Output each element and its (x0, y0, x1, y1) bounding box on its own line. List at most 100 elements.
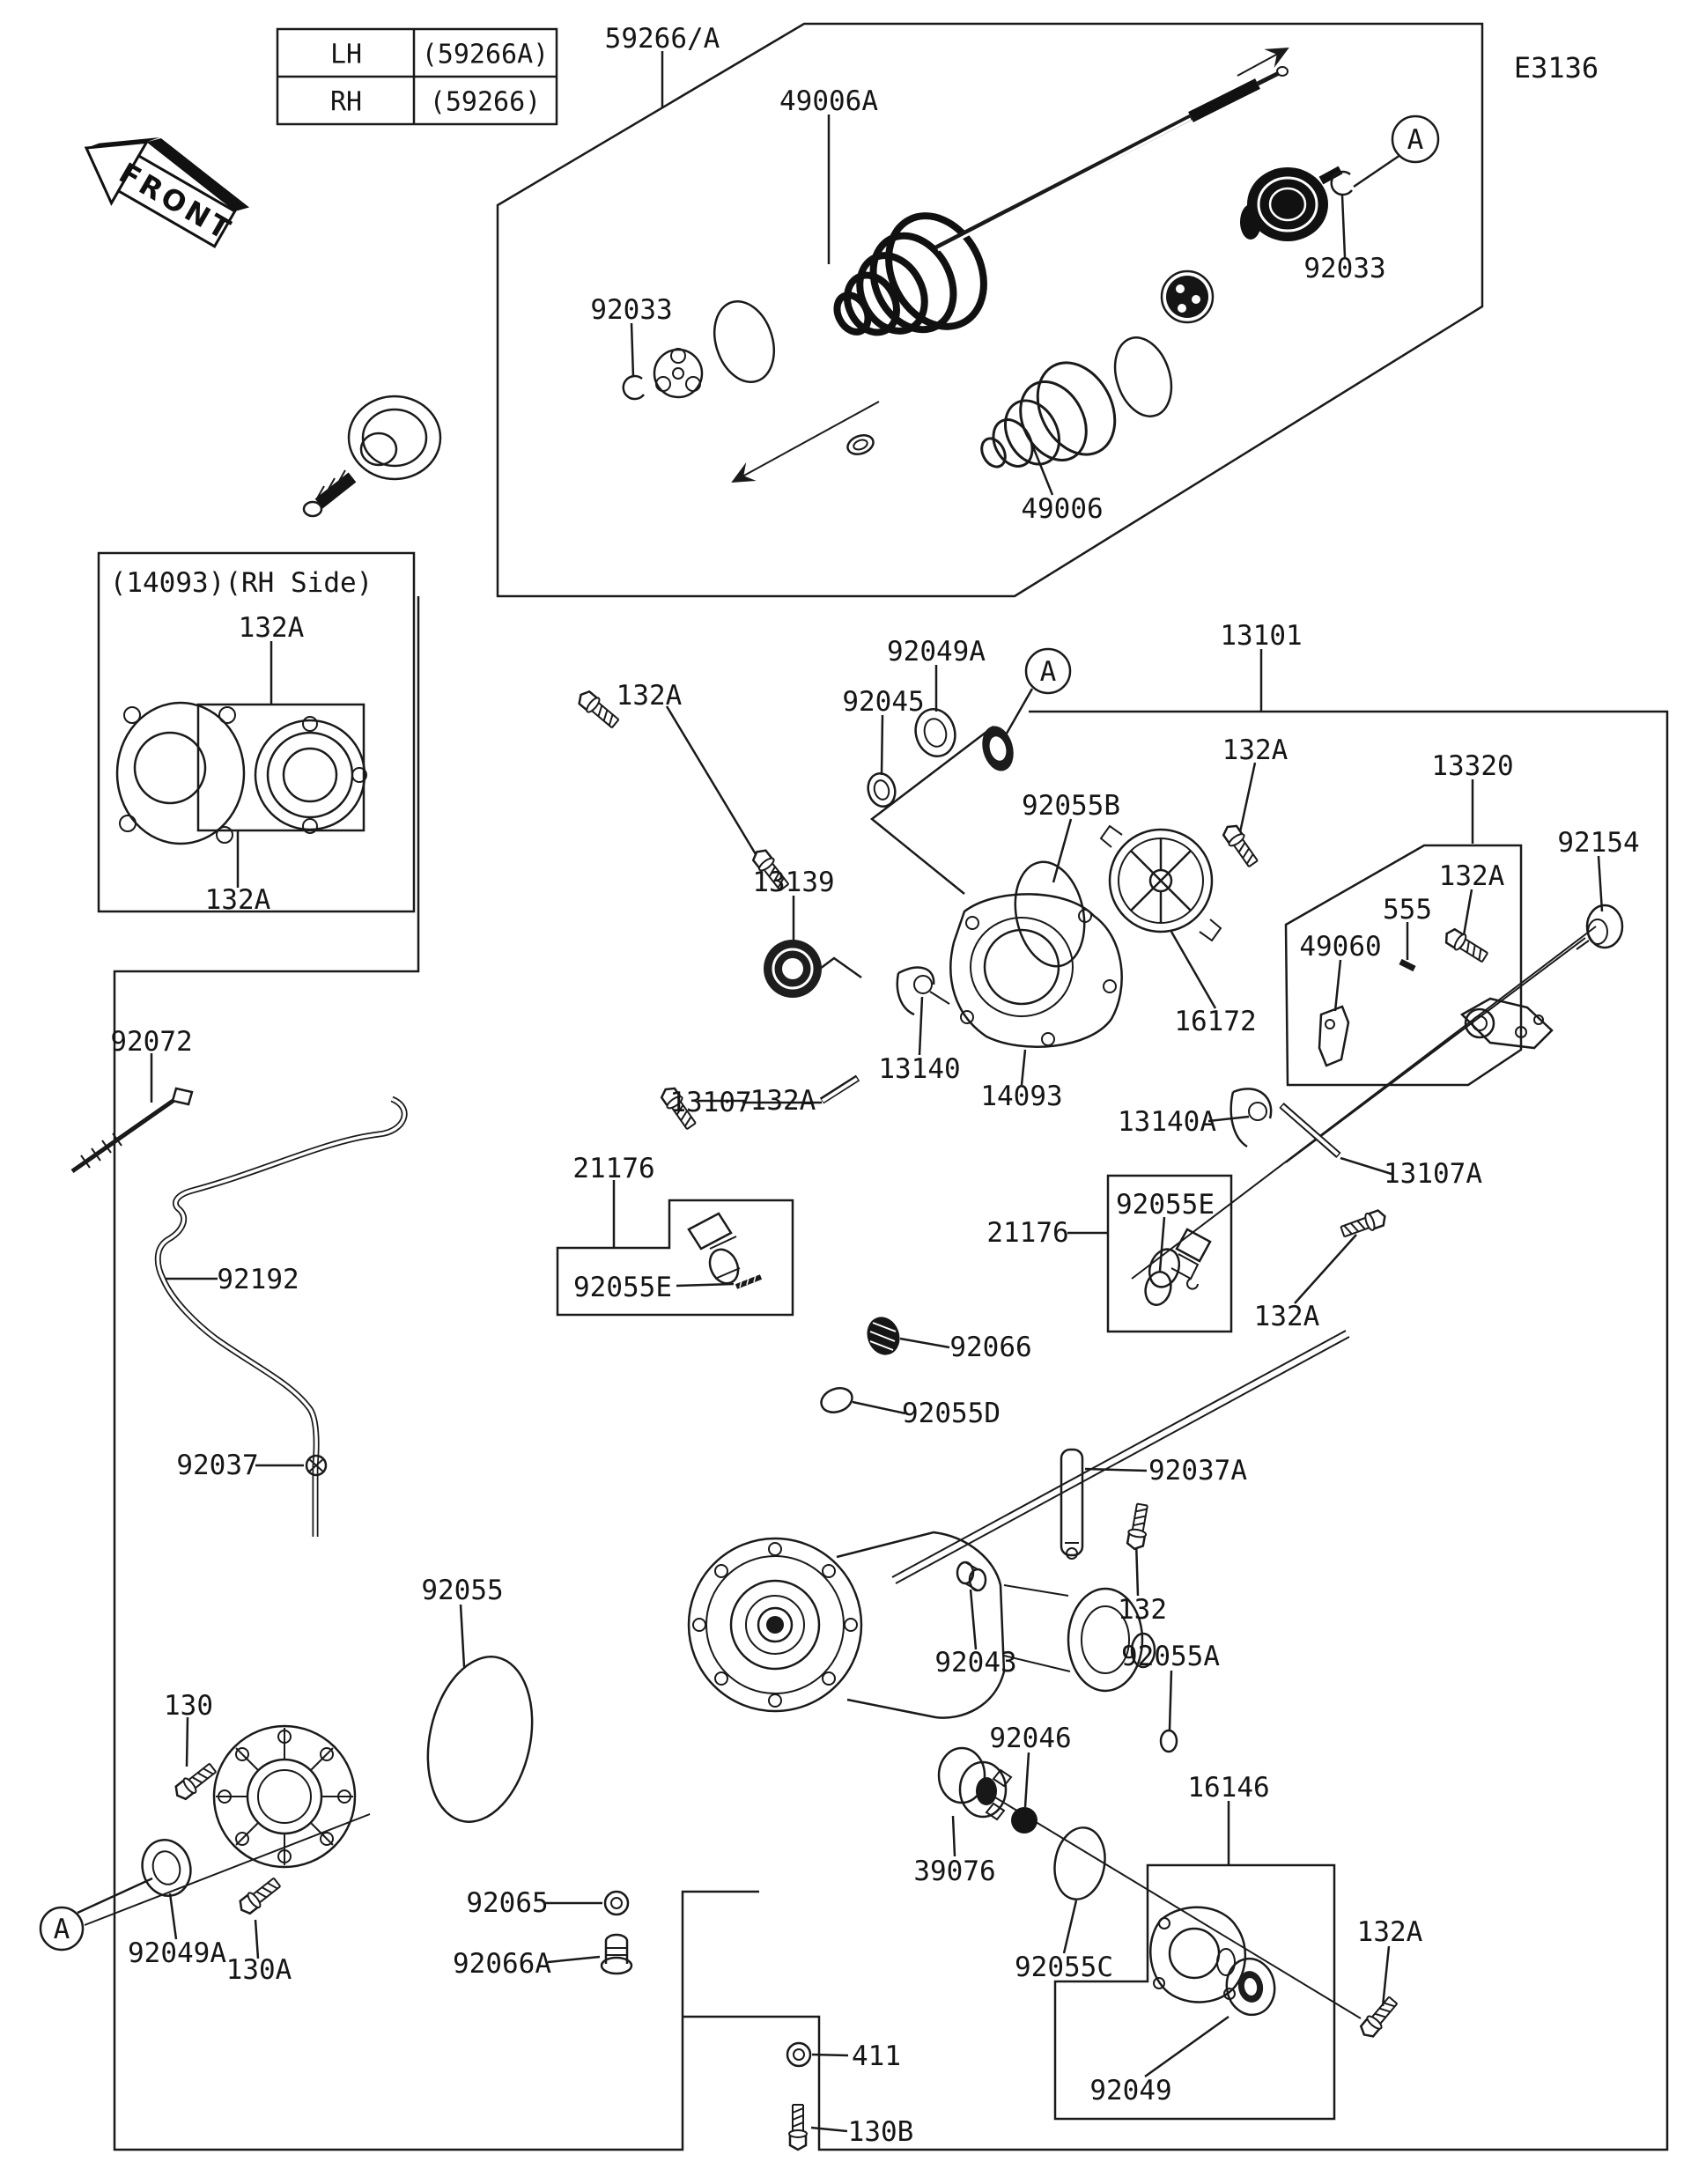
detail-marker-a-0: A (1391, 114, 1440, 164)
bolt-132a-left-icon (573, 687, 623, 732)
part-label-13140: 13140 (878, 1053, 960, 1085)
part-label-92154: 92154 (1557, 827, 1639, 859)
part-label-92055e: 92055E (1116, 1189, 1215, 1221)
mid-cluster-parts (764, 708, 1222, 1104)
part-label-92066a: 92066A (453, 1948, 551, 1980)
boot-band-icon (713, 299, 775, 384)
table-cell-lh-side: LH (330, 40, 362, 70)
clamp-92037-icon (305, 1454, 328, 1477)
svg-text:A: A (1040, 656, 1057, 688)
output-cover-16146-icon (1149, 1906, 1247, 2003)
part-label-92055e: 92055E (573, 1272, 672, 1303)
part-label-49060: 49060 (1299, 931, 1381, 963)
oring-92055a-icon (1159, 1729, 1178, 1753)
part-labels-layer: 59266/A49006A92033920334900692049A920451… (110, 23, 1640, 2148)
plug-92154-icon (1576, 904, 1624, 950)
part-label-92049: 92049 (1089, 2075, 1171, 2107)
speed-sensor-right-box (1106, 1174, 1233, 1333)
bushing-92043-icon (956, 1561, 987, 1592)
gasket-detail-box (97, 551, 416, 913)
spring-pin-92055e-left-icon (735, 1274, 763, 1289)
part-label-39076: 39076 (913, 1856, 995, 1887)
detail-markers-layer: AAA (39, 114, 1440, 1952)
part-label-49006a: 49006A (779, 85, 878, 117)
part-label-132a: 132A (1439, 860, 1505, 892)
table-cell-lh-part: (59266A) (422, 40, 550, 70)
oring-92055b-icon (1014, 860, 1086, 968)
cable-tie-92072-icon (70, 1087, 194, 1174)
oring-92055c-icon (1053, 1826, 1106, 1900)
part-label-92065: 92065 (466, 1887, 548, 1919)
front-cover-icon (212, 1724, 357, 1869)
part-label-555: 555 (1383, 894, 1432, 926)
part-label-132a: 132A (1222, 734, 1289, 766)
pin-555-icon (1399, 958, 1416, 972)
part-label-13139: 13139 (752, 867, 834, 898)
coupler-39076-icon (937, 1746, 1013, 1821)
detail-marker-a-1: A (1024, 647, 1072, 695)
shift-actuator-parts (1229, 904, 1624, 1159)
speed-sensor-parts (687, 1212, 1212, 1306)
seal-92045-icon (867, 771, 897, 808)
pin-13107-icon (819, 1074, 860, 1104)
part-label-13140a: 13140A (1118, 1106, 1216, 1138)
seal-92049-icon (1225, 1957, 1276, 2017)
washer-411-icon (786, 2041, 812, 2068)
cv-joint-right-icon (1240, 166, 1343, 241)
part-label-49006: 49006 (1021, 493, 1103, 525)
part-label-92055d: 92055D (902, 1398, 1001, 1429)
side-table: LH (59266A) RH (59266) (276, 27, 558, 126)
final-drive-case-parts (141, 1531, 1276, 2068)
part-label-130b: 130B (848, 2116, 914, 2148)
seal-92049a-bl-icon (141, 1839, 192, 1897)
bolt-132-icon (1124, 1502, 1153, 1552)
part-label-130: 130 (164, 1690, 213, 1722)
fork-13140a-icon (1229, 1088, 1273, 1148)
diff-case-icon (687, 1531, 1156, 1719)
part-label-13107: 13107 (669, 1087, 751, 1118)
tripod-joint-icon (653, 348, 704, 399)
assembly-boxes (97, 22, 1669, 2151)
cv-boot-outer-icon (980, 361, 1117, 469)
cv-joint-left-icon (302, 395, 442, 518)
bolt-130b-icon (787, 2103, 809, 2151)
part-label-92037: 92037 (176, 1450, 258, 1481)
centerlines (84, 48, 1597, 2019)
part-label-130a: 130A (226, 1954, 292, 1986)
pin-13107a-icon (1279, 1102, 1341, 1159)
housing-16172-icon (1099, 824, 1222, 942)
shift-actuator-box (1284, 844, 1523, 1087)
bolts (170, 687, 1491, 2151)
part-label-92043: 92043 (934, 1647, 1016, 1679)
breather-parts (70, 1087, 408, 1537)
part-label-13107a: 13107A (1384, 1158, 1482, 1190)
part-label-411: 411 (852, 2040, 901, 2072)
sensor-21176-right-icon (1148, 1228, 1212, 1290)
bolt-132a-cover-icon (1356, 1993, 1401, 2042)
gasket-detail-parts (115, 701, 367, 845)
bolt-132a-sensor-right-icon (1338, 1206, 1390, 1242)
part-label-92049a: 92049A (887, 636, 986, 668)
part-label-92055: 92055 (421, 1575, 503, 1606)
part-label-92192: 92192 (217, 1264, 299, 1295)
svg-text:A: A (1407, 124, 1424, 156)
part-label-21176: 21176 (572, 1153, 654, 1184)
oring-92055e-right-icon (1144, 1271, 1172, 1306)
part-label-132a: 132A (1254, 1301, 1320, 1332)
cv-boot-inner-icon (833, 212, 987, 336)
table-cell-rh-part: (59266) (430, 87, 541, 118)
ball-92046-icon (1011, 1807, 1037, 1834)
part-label-16172: 16172 (1174, 1006, 1256, 1037)
bearing-13139-icon (764, 940, 822, 998)
part-label-132a: 132A (239, 612, 305, 644)
output-cover-box (1053, 1863, 1336, 2121)
part-label-132a: 132A (750, 1085, 816, 1117)
leader-lines (77, 51, 1604, 2133)
part-label-92037a: 92037A (1148, 1455, 1247, 1487)
pawl-49060-icon (1318, 1005, 1350, 1067)
part-label-92072: 92072 (110, 1026, 192, 1058)
plug-92066-icon (867, 1317, 900, 1355)
axle-shaft-icon (934, 66, 1289, 252)
drive-shaft-parts (302, 66, 1353, 518)
